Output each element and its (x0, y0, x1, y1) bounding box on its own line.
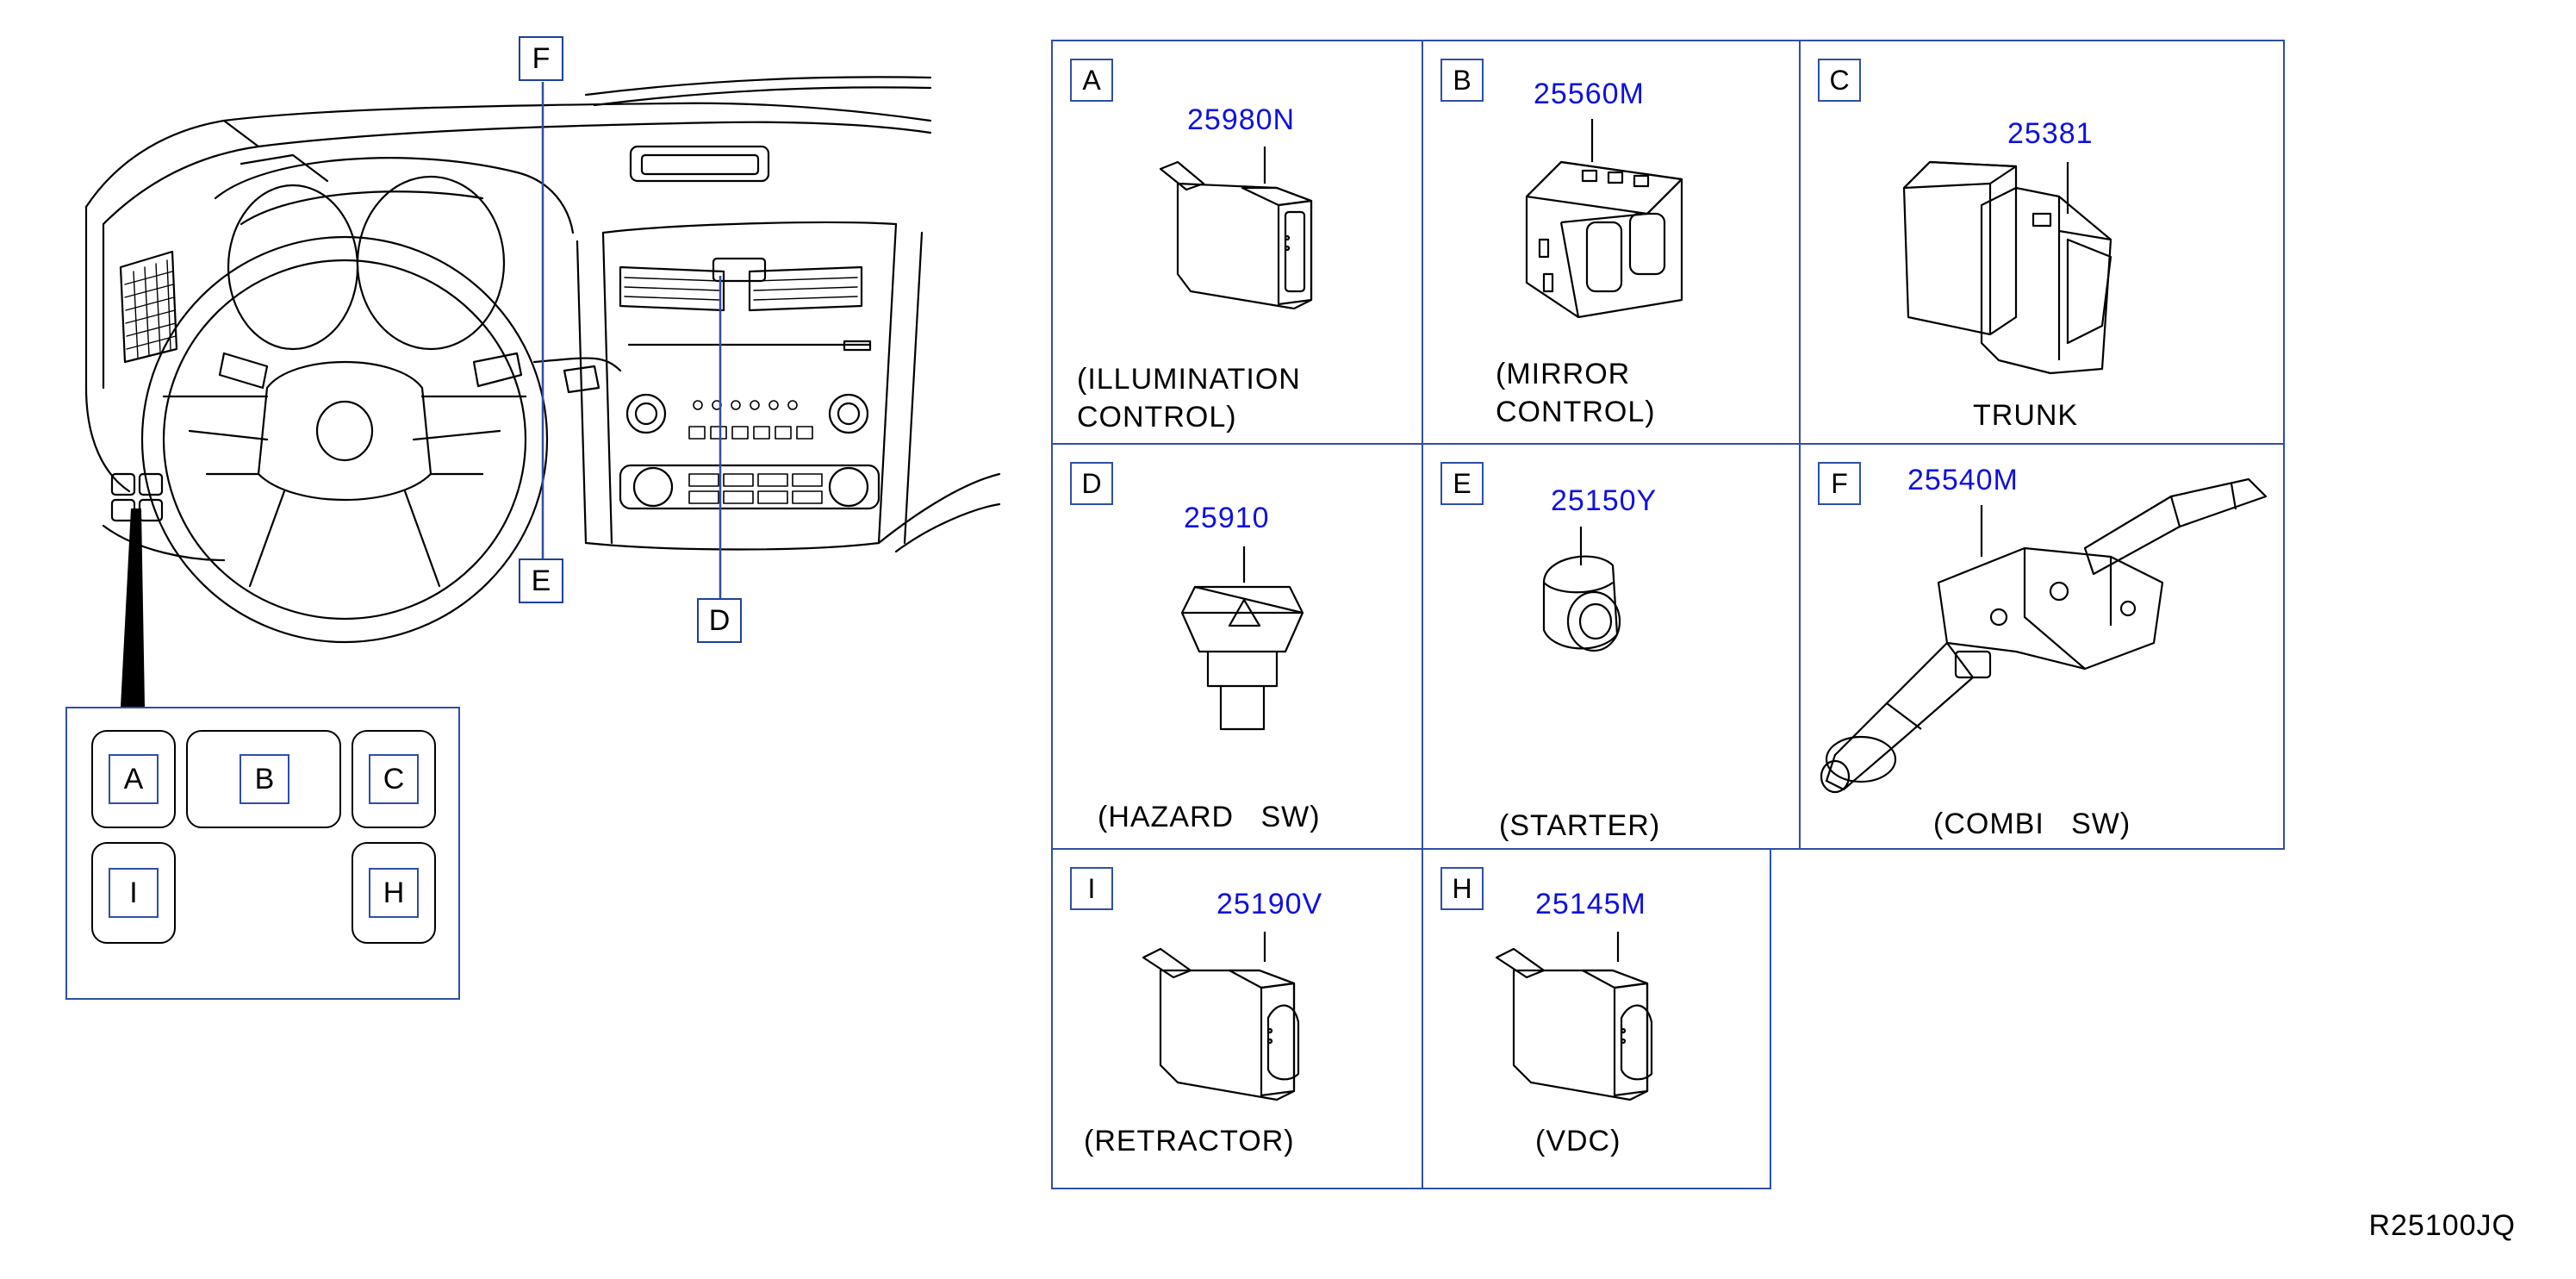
panel-tag-b: B (240, 754, 289, 804)
part-number: 25910 (1184, 502, 1270, 534)
trunk-switch-drawing (1902, 160, 2112, 375)
part-tag: H (1440, 867, 1484, 910)
part-tag: D (1070, 462, 1113, 505)
part-tag: I (1070, 867, 1113, 910)
callout-d: D (697, 598, 742, 643)
panel-tag-i: I (109, 868, 159, 918)
panel-tag-h: H (369, 868, 419, 918)
hazard-switch-drawing (1180, 546, 1304, 731)
part-cell-i: I 25190V (RETRACTOR) (1051, 848, 1423, 1189)
part-number: 25145M (1535, 888, 1646, 920)
panel-slot-a: A (91, 730, 176, 828)
part-number: 25540M (1907, 464, 2019, 496)
panel-tag-a: A (109, 754, 159, 804)
part-cell-b: B 25560M (MIRROR CONTROL) (1422, 40, 1801, 445)
illumination-switch-drawing (1159, 147, 1313, 310)
retractor-switch-drawing (1142, 932, 1300, 1101)
part-cell-a: A 25980N (ILLUMINATION CONTROL) (1051, 40, 1423, 445)
part-caption: (COMBI SW) (1933, 808, 2131, 840)
part-cell-h: H 25145M (VDC) (1422, 848, 1771, 1189)
diagram-reference-code: R25100JQ (2368, 1209, 2516, 1242)
part-tag: B (1440, 59, 1484, 102)
mirror-switch-drawing (1525, 119, 1683, 319)
part-caption: (RETRACTOR) (1084, 1125, 1295, 1157)
part-number: 25150Y (1551, 484, 1658, 517)
part-cell-c: C 25381 TRUNK (1799, 40, 2285, 445)
dashboard-illustration (84, 76, 1001, 644)
part-number: 25980N (1187, 103, 1296, 136)
part-number: 25190V (1216, 888, 1323, 920)
part-caption: (HAZARD SW) (1098, 801, 1321, 833)
part-number: 25560M (1534, 78, 1645, 110)
combi-switch-drawing (1820, 477, 2268, 794)
part-tag: C (1818, 59, 1861, 102)
panel-slot-i: I (91, 842, 176, 944)
part-caption: (VDC) (1535, 1125, 1621, 1157)
part-caption: (MIRROR CONTROL) (1496, 358, 1656, 428)
panel-tag-c: C (369, 754, 419, 804)
switch-panel-inset: A B C I H (65, 707, 460, 1000)
part-tag: E (1440, 462, 1484, 505)
part-caption: TRUNK (1973, 399, 2079, 432)
part-caption: (STARTER) (1499, 809, 1661, 842)
part-cell-f: F 25540M (COMBI SW) (1799, 443, 2285, 850)
part-number: 25381 (2007, 117, 2094, 150)
panel-slot-c: C (352, 730, 436, 828)
panel-slot-b: B (186, 730, 341, 828)
part-tag: A (1070, 59, 1113, 102)
part-cell-d: D 25910 (HAZARD SW) (1051, 443, 1423, 850)
callout-e: E (519, 558, 563, 603)
vdc-switch-drawing (1495, 932, 1653, 1101)
panel-slot-h: H (352, 842, 436, 944)
part-tag: F (1818, 462, 1861, 505)
part-cell-e: E 25150Y (STARTER) (1422, 443, 1801, 850)
callout-f: F (519, 36, 563, 81)
starter-switch-drawing (1542, 527, 1621, 652)
part-caption: (ILLUMINATION CONTROL) (1077, 363, 1301, 434)
